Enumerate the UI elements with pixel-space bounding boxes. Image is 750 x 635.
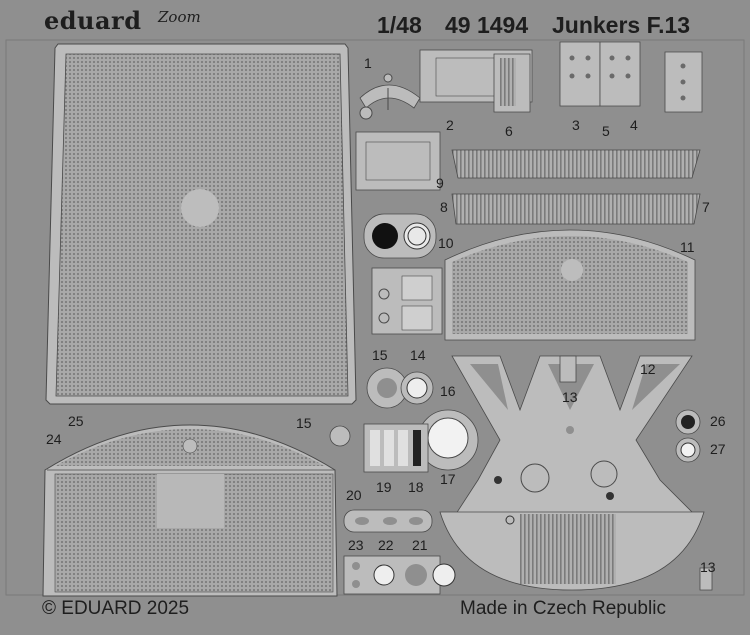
part-number: 9 xyxy=(436,175,444,191)
part-number: 6 xyxy=(505,123,513,139)
part-number: 24 xyxy=(46,431,62,447)
part-number: 19 xyxy=(376,479,392,495)
part-number: 15 xyxy=(372,347,388,363)
copyright-text: © EDUARD 2025 xyxy=(42,598,190,619)
part-number: 11 xyxy=(680,239,695,255)
part-number: 20 xyxy=(346,487,362,503)
part-number: 8 xyxy=(440,199,448,215)
part-6-bracket xyxy=(493,53,531,113)
part-number: 13 xyxy=(562,389,578,405)
scale-label: 1/48 xyxy=(377,12,422,38)
brand-logo: eduard xyxy=(44,6,142,35)
part-14-15-panels xyxy=(371,267,443,335)
part-number: 10 xyxy=(438,235,454,251)
part-number: 15 xyxy=(296,415,312,431)
part-13-small-tab xyxy=(699,567,713,591)
part-number: 17 xyxy=(440,471,456,487)
part-8-strip xyxy=(451,149,701,179)
part-number: 12 xyxy=(640,361,656,377)
part-21-23-gauges xyxy=(343,555,456,595)
part-15-ring xyxy=(329,425,351,447)
part-7-strip xyxy=(451,193,701,225)
part-1-bracket xyxy=(359,73,421,120)
part-number: 26 xyxy=(710,413,726,429)
part-number: 23 xyxy=(348,537,364,553)
part-number: 7 xyxy=(702,199,710,215)
part-number: 13 xyxy=(700,559,716,575)
part-11-dome xyxy=(444,229,696,341)
part-20-rings xyxy=(343,509,433,533)
part-3-bracket xyxy=(559,41,601,107)
part-number: 18 xyxy=(408,479,424,495)
part-10-instrument xyxy=(363,213,437,259)
part-number: 22 xyxy=(378,537,394,553)
part-number: 16 xyxy=(440,383,456,399)
part-17-ring xyxy=(417,409,479,471)
part-number: 14 xyxy=(410,347,426,363)
origin-text: Made in Czech Republic xyxy=(460,598,666,619)
part-4-bracket xyxy=(599,41,641,107)
zoom-logo: Zoom xyxy=(158,8,201,26)
part-13-tab xyxy=(559,355,577,383)
part-12-engine-frame xyxy=(451,355,701,521)
part-large-wing-panel xyxy=(45,43,357,405)
part-9-box xyxy=(355,131,441,191)
part-engine-bowl xyxy=(439,511,705,591)
part-5-bracket xyxy=(664,51,703,113)
part-number: 21 xyxy=(412,537,428,553)
catalog-number: 49 1494 xyxy=(445,12,529,38)
part-number: 1 xyxy=(364,55,372,71)
part-number: 25 xyxy=(68,413,84,429)
part-number: 27 xyxy=(710,441,726,457)
part-26-27-dials xyxy=(675,409,701,463)
part-number: 2 xyxy=(446,117,454,133)
part-16-gauges xyxy=(366,367,434,409)
kit-name: Junkers F.13 xyxy=(552,12,691,38)
part-number: 3 xyxy=(572,117,580,133)
part-number: 4 xyxy=(630,117,638,133)
part-number: 5 xyxy=(602,123,610,139)
part-lower-panel xyxy=(42,424,338,597)
part-18-19-strips xyxy=(363,423,429,473)
